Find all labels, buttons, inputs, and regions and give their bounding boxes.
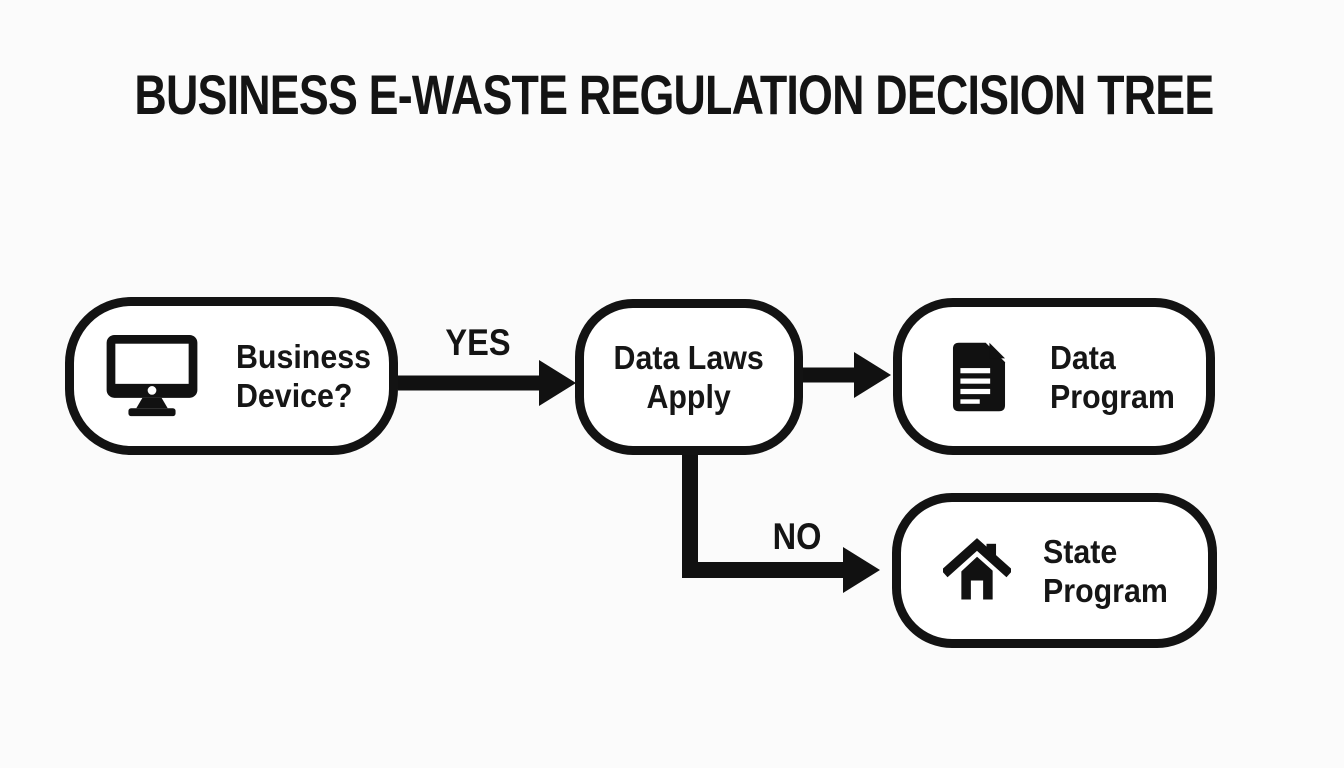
node-business-device: Business Device? [65,297,398,455]
page-title: BUSINESS E-WASTE REGULATION DECISION TRE… [134,63,1214,126]
arrow-yes [398,360,576,406]
monitor-icon [106,334,198,417]
document-icon [952,342,1006,411]
node-label: Data Program [1050,338,1175,415]
node-label: Business Device? [236,338,371,414]
arrow-no [682,451,880,593]
edge-label-no: NO [772,516,822,557]
node-label: Data Laws Apply [613,339,765,415]
node-data-laws-apply: Data Laws Apply [575,299,803,455]
arrow-data-program [801,352,891,398]
node-data-program: Data Program [893,298,1215,455]
edge-label-yes: YES [445,322,511,363]
node-state-program: State Program [892,493,1217,648]
house-icon [943,537,1011,600]
node-label: State Program [1043,532,1168,609]
